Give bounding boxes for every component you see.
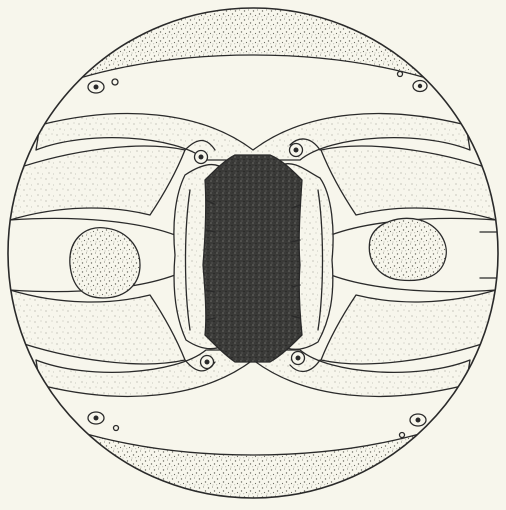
central-dark-mass xyxy=(203,155,302,362)
vessel-top-left xyxy=(195,151,208,164)
vessel-top-right xyxy=(290,144,303,157)
right-oval-body xyxy=(369,218,446,280)
vessel-bottom-right xyxy=(292,352,305,365)
